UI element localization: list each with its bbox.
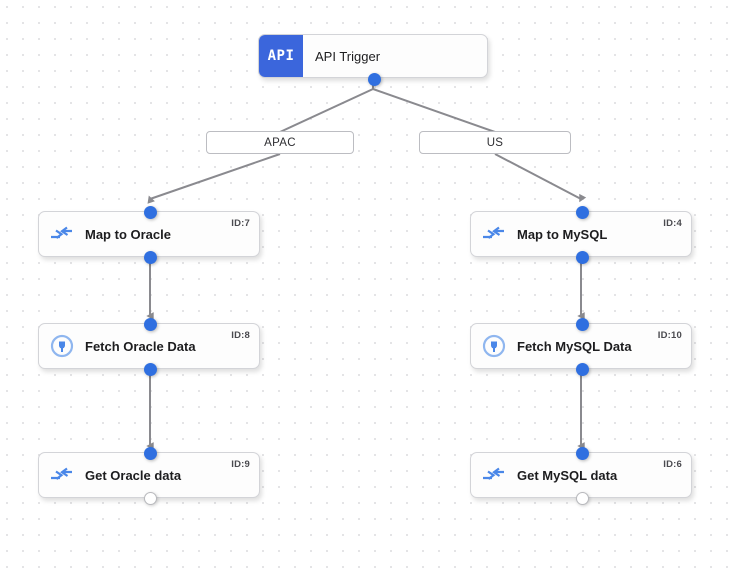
port-out-get-mysql-data[interactable] [576, 492, 589, 505]
port-out-trigger[interactable] [368, 73, 381, 86]
node-map-to-oracle[interactable]: Map to Oracle ID:7 [38, 206, 260, 264]
node-label: Get MySQL data [517, 467, 618, 483]
node-label: Map to MySQL [517, 226, 608, 242]
node-id-tag: ID:7 [231, 218, 250, 229]
node-label: Fetch MySQL Data [517, 338, 632, 354]
port-in-map-to-oracle[interactable] [144, 206, 157, 219]
port-in-get-oracle-data[interactable] [144, 447, 157, 460]
node-id-tag: ID:6 [663, 459, 682, 470]
edge-apac-to-map-oracle [147, 153, 281, 204]
map-transform-icon [39, 226, 85, 242]
node-fetch-mysql-data[interactable]: Fetch MySQL Data ID:10 [470, 318, 692, 376]
branch-label-apac[interactable]: APAC [206, 131, 354, 154]
edge-us-to-map-mysql [494, 153, 587, 203]
node-title: API Trigger [315, 48, 381, 64]
map-transform-icon [39, 467, 85, 483]
port-in-map-to-mysql[interactable] [576, 206, 589, 219]
connector-plug-icon [471, 334, 517, 358]
port-out-fetch-mysql-data[interactable] [576, 363, 589, 376]
port-out-get-oracle-data[interactable] [144, 492, 157, 505]
branch-label-us[interactable]: US [419, 131, 571, 154]
node-fetch-oracle-data[interactable]: Fetch Oracle Data ID:8 [38, 318, 260, 376]
port-out-fetch-oracle-data[interactable] [144, 363, 157, 376]
map-transform-icon [471, 226, 517, 242]
port-out-map-to-mysql[interactable] [576, 251, 589, 264]
node-id-tag: ID:4 [663, 218, 682, 229]
node-label: Fetch Oracle Data [85, 338, 196, 354]
node-label: Map to Oracle [85, 226, 171, 242]
connector-plug-icon [39, 334, 85, 358]
node-get-oracle-data[interactable]: Get Oracle data ID:9 [38, 447, 260, 505]
map-transform-icon [471, 467, 517, 483]
node-map-to-mysql[interactable]: Map to MySQL ID:4 [470, 206, 692, 264]
node-api-trigger[interactable]: API API Trigger [258, 34, 488, 86]
node-id-tag: ID:8 [231, 330, 250, 341]
api-badge-icon: API [259, 35, 303, 77]
port-in-fetch-mysql-data[interactable] [576, 318, 589, 331]
edge-trigger-to-us [372, 83, 496, 133]
edge-trigger-to-apac [279, 83, 374, 133]
node-id-tag: ID:9 [231, 459, 250, 470]
port-in-get-mysql-data[interactable] [576, 447, 589, 460]
port-in-fetch-oracle-data[interactable] [144, 318, 157, 331]
node-label: Get Oracle data [85, 467, 182, 483]
node-id-tag: ID:10 [657, 330, 682, 341]
node-get-mysql-data[interactable]: Get MySQL data ID:6 [470, 447, 692, 505]
port-out-map-to-oracle[interactable] [144, 251, 157, 264]
